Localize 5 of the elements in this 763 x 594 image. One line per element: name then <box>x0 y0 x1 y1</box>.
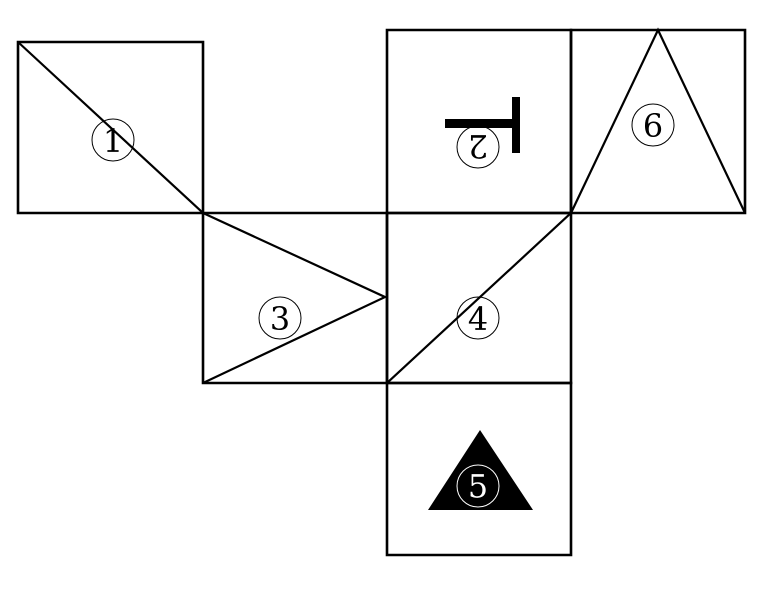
circled-number: 6 <box>632 104 674 146</box>
circled-number: 5 <box>456 464 500 508</box>
circled-number: 4 <box>456 296 500 340</box>
circled-number: 2 <box>456 126 500 168</box>
circled-number: 3 <box>258 296 302 340</box>
